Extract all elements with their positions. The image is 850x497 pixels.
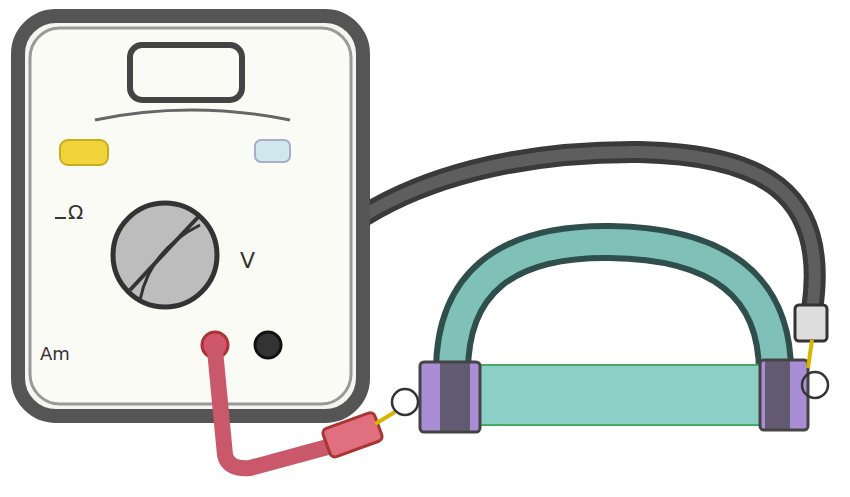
meter-face: [30, 28, 351, 404]
black-pin: [808, 340, 812, 368]
red-plug: [321, 411, 383, 458]
arch: [452, 242, 775, 372]
red-lead: [215, 350, 335, 468]
dial: [113, 203, 217, 307]
right-cap: [760, 360, 808, 430]
black-plug: [795, 305, 827, 341]
port-label: V: [240, 250, 255, 272]
right-cap-band: [765, 360, 790, 430]
tube: [440, 365, 790, 425]
red-pin: [375, 412, 395, 424]
arch-outer: [452, 242, 775, 372]
display: [130, 45, 242, 100]
left-ring: [392, 389, 418, 415]
blue-button: [255, 140, 290, 162]
dash: [55, 217, 66, 219]
left-cap-band: [440, 362, 470, 432]
port-label: Am: [40, 345, 70, 363]
meter-body: [18, 16, 363, 416]
yellow-button: [60, 140, 108, 165]
port-label: Ω: [68, 202, 83, 222]
black-port: [255, 332, 281, 358]
dial-mark: [140, 225, 200, 300]
display-arc: [95, 110, 290, 120]
right-ring: [802, 372, 828, 398]
left-cap: [420, 362, 480, 432]
